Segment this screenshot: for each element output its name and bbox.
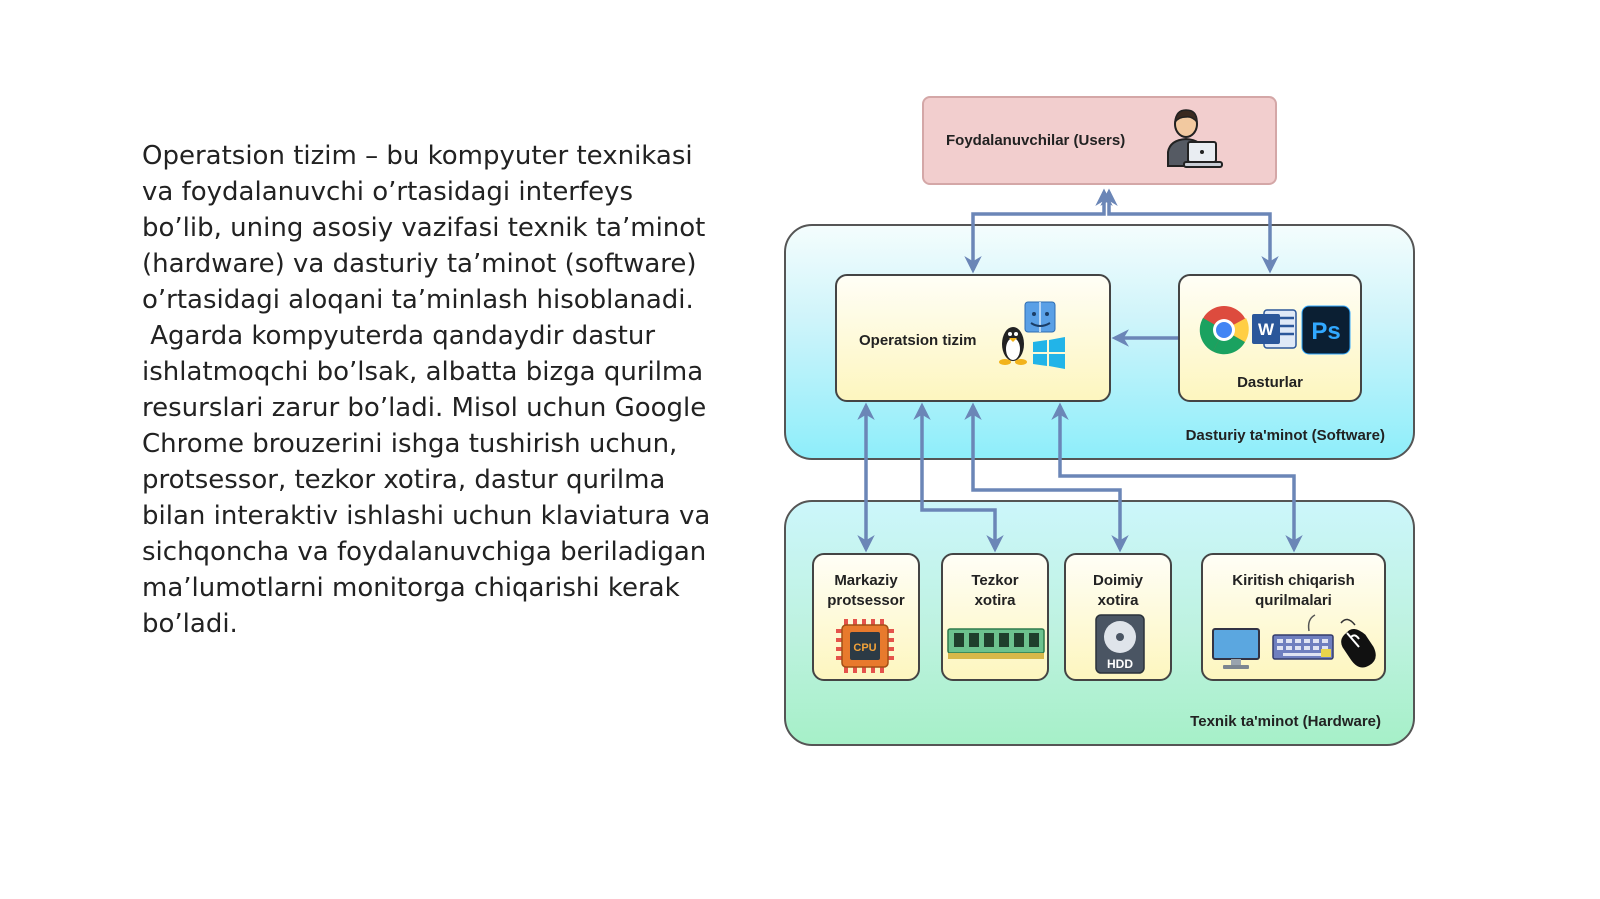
- cpu-label: Markaziy protsessor: [814, 571, 918, 611]
- paragraph-line: bo’lib, uning asosiy vazifasi texnik ta’…: [142, 213, 706, 243]
- paragraph-line: bo’ladi.: [142, 609, 238, 639]
- linux-icon: [999, 327, 1027, 365]
- paragraph-line: Agarda kompyuterda qandaydir dastur: [142, 321, 656, 351]
- ram-label-line1: Tezkor: [971, 572, 1019, 589]
- svg-text:HDD: HDD: [1107, 657, 1133, 671]
- applications-box: Dasturlar W Ps: [1178, 274, 1362, 402]
- io-devices-icons: [1212, 614, 1376, 669]
- hard-disk-icon: HDD: [1095, 614, 1145, 674]
- hdd-label-line1: Doimiy: [1092, 572, 1143, 589]
- paragraph-line: va foydalanuvchi o’rtasidagi interfeys: [142, 177, 634, 207]
- paragraph-line: sichqoncha va foydalanuvchiga beriladiga…: [142, 537, 707, 567]
- paragraph-line: o’rtasidagi aloqani ta’minlash hisoblana…: [142, 285, 694, 315]
- cpu-chip-icon: CPU: [836, 619, 894, 673]
- word-icon: W: [1252, 309, 1297, 349]
- apps-label: Dasturlar: [1237, 374, 1303, 391]
- monitor-icon: [1212, 628, 1260, 669]
- chrome-icon: [1199, 306, 1249, 355]
- cpu-label-line1: Markaziy: [834, 572, 898, 589]
- hdd-box: Doimiy xotira HDD: [1064, 553, 1172, 681]
- paragraph-line: resurslari zarur bo’ladi. Misol uchun Go…: [142, 393, 707, 423]
- paragraph-line: (hardware) va dasturiy ta’minot (softwar…: [142, 249, 697, 279]
- svg-text:CPU: CPU: [853, 642, 876, 654]
- users-box: Foydalanuvchilar (Users): [922, 96, 1277, 185]
- cpu-box: Markaziy protsessor CPU: [812, 553, 920, 681]
- ram-stick-icon: [947, 628, 1045, 659]
- software-group-label: Dasturiy ta'minot (Software): [1185, 427, 1385, 444]
- svg-text:Ps: Ps: [1311, 318, 1340, 345]
- paragraph-line: Operatsion tizim – bu kompyuter texnikas…: [142, 141, 693, 171]
- description-paragraph: Operatsion tizim – bu kompyuter texnikas…: [142, 138, 742, 642]
- hardware-group-label: Texnik ta'minot (Hardware): [1190, 713, 1381, 730]
- ram-box: Tezkor xotira: [941, 553, 1049, 681]
- keyboard-icon: [1272, 614, 1334, 660]
- windows-icon: [1033, 337, 1065, 369]
- os-logos: [999, 301, 1065, 369]
- io-label-line1: Kiritish chiqarish: [1232, 572, 1355, 589]
- paragraph-line: ma’lumotlarni monitorga chiqarishi kerak: [142, 573, 680, 603]
- cpu-label-line2: protsessor: [827, 592, 905, 609]
- photoshop-icon: Ps: [1301, 305, 1351, 355]
- paragraph-line: protsessor, tezkor xotira, dastur qurilm…: [142, 465, 666, 495]
- user-laptop-icon: [1167, 109, 1223, 168]
- hdd-label-line2: xotira: [1097, 592, 1139, 609]
- operating-system-box: Operatsion tizim: [835, 274, 1111, 402]
- app-logos: W Ps: [1199, 305, 1351, 355]
- paragraph-line: Chrome brouzerini ishga tushirish uchun,: [142, 429, 678, 459]
- paragraph-line: ishlatmoqchi bo’lsak, albatta bizga quri…: [142, 357, 704, 387]
- finder-icon: [1024, 301, 1056, 333]
- hdd-label: Doimiy xotira: [1066, 571, 1170, 611]
- paragraph-line: bilan interaktiv ishlashi uchun klaviatu…: [142, 501, 711, 531]
- io-devices-box: Kiritish chiqarish qurilmalari: [1201, 553, 1386, 681]
- io-label-line2: qurilmalari: [1255, 592, 1332, 609]
- ram-label: Tezkor xotira: [943, 571, 1047, 611]
- svg-text:W: W: [1258, 320, 1275, 339]
- ram-label-line2: xotira: [974, 592, 1016, 609]
- io-label: Kiritish chiqarish qurilmalari: [1203, 571, 1384, 611]
- mouse-icon: [1340, 618, 1376, 668]
- os-label: Operatsion tizim: [859, 332, 977, 349]
- users-label: Foydalanuvchilar (Users): [946, 132, 1126, 149]
